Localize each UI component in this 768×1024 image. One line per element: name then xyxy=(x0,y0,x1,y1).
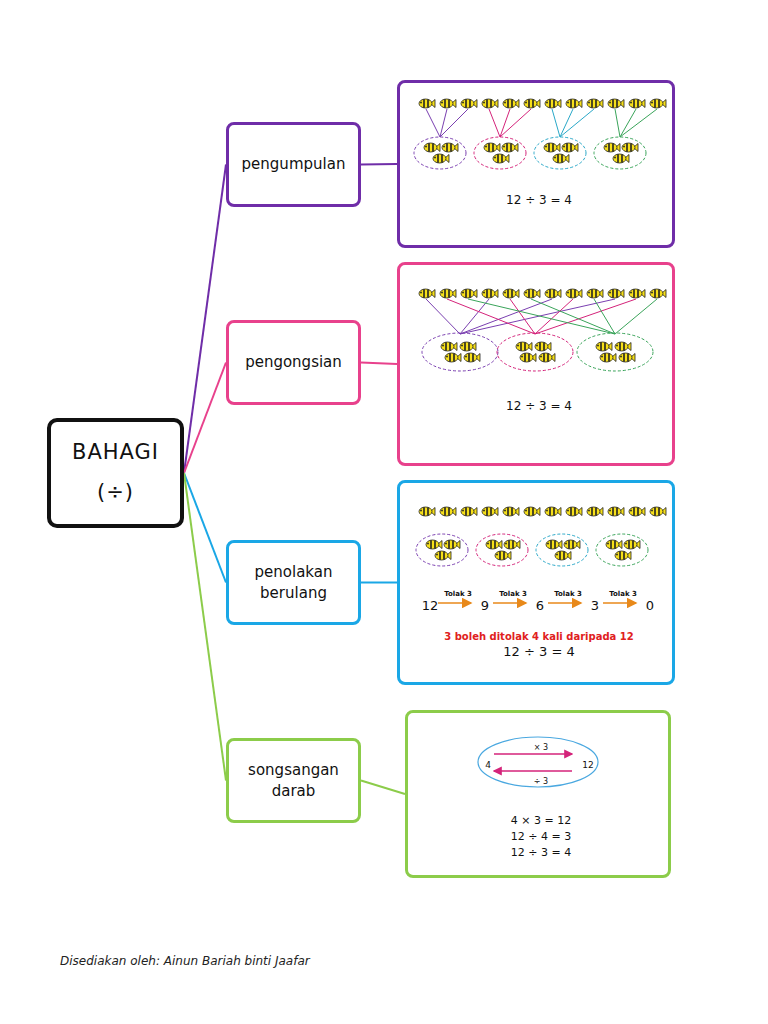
branch-line xyxy=(184,473,226,781)
branch-line xyxy=(184,363,226,474)
equation: 12 ÷ 3 = 4 xyxy=(503,645,574,659)
picture-box: × 3 4 12 ÷ 3 4 × 3 = 12 12 ÷ 4 = 3 12 ÷ 3 = 4 xyxy=(405,710,671,878)
step-number: 12 xyxy=(422,599,439,613)
picture-box: 12 Tolak 3 9 Tolak 3 6 Tolak 3 3 Tolak 3 0 3 bole… xyxy=(397,480,675,685)
operand: 4 xyxy=(485,761,491,771)
branch-line xyxy=(361,163,397,166)
equation: 12 ÷ 3 = 4 xyxy=(511,847,571,859)
branch-line xyxy=(184,165,226,474)
picture-box: 12 ÷ 3 = 4 xyxy=(397,262,675,466)
method-box: penolakan berulang xyxy=(226,540,361,625)
branch-line xyxy=(361,582,397,584)
method-box: pengumpulan xyxy=(226,122,361,207)
branch-line xyxy=(184,473,226,583)
method-box: pengongsian xyxy=(226,320,361,405)
method-label: songsangan darab xyxy=(238,760,350,802)
step-label: Tolak 3 xyxy=(444,591,472,599)
operator-label: ÷ 3 xyxy=(534,778,548,787)
equation: 4 × 3 = 12 xyxy=(511,815,571,827)
method-label: pengumpulan xyxy=(242,155,346,175)
step-number: 0 xyxy=(646,599,654,613)
operand: 12 xyxy=(582,761,593,771)
operator-label: × 3 xyxy=(534,744,548,753)
step-label: Tolak 3 xyxy=(609,591,637,599)
picture-box: 12 ÷ 3 = 4 xyxy=(397,80,675,248)
step-number: 3 xyxy=(591,599,599,613)
method-label: pengongsian xyxy=(245,353,342,373)
credit-note: Disediakan oleh: Ainun Bariah binti Jaaf… xyxy=(60,954,310,968)
branch-line xyxy=(361,781,405,795)
method-label: penolakan berulang xyxy=(238,562,350,604)
branch-line xyxy=(361,363,397,365)
step-label: Tolak 3 xyxy=(554,591,582,599)
root-title: BAHAGI (÷) xyxy=(68,433,163,513)
method-box: songsangan darab xyxy=(226,738,361,823)
note: 3 boleh ditolak 4 kali daripada 12 xyxy=(444,631,633,642)
equation: 12 ÷ 4 = 3 xyxy=(511,831,571,843)
step-number: 6 xyxy=(536,599,544,613)
equation: 12 ÷ 3 = 4 xyxy=(506,194,572,207)
root-box: BAHAGI (÷) xyxy=(47,418,184,528)
step-label: Tolak 3 xyxy=(499,591,527,599)
step-number: 9 xyxy=(481,599,489,613)
equation: 12 ÷ 3 = 4 xyxy=(506,400,572,413)
